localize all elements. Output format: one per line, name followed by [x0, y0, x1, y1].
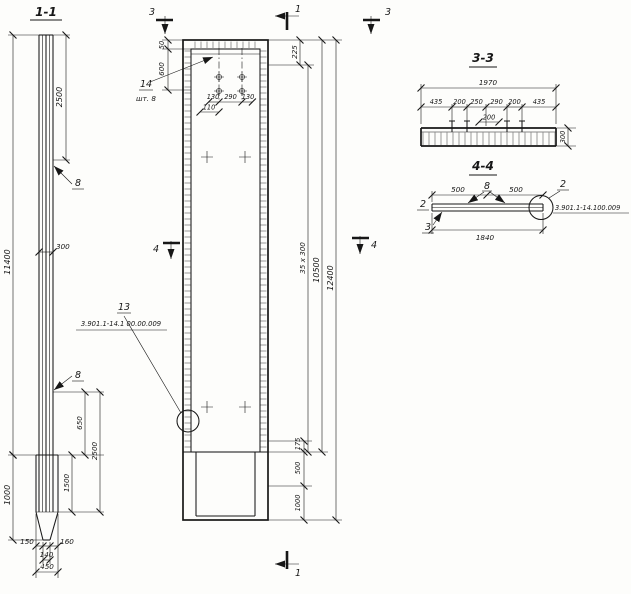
dim-1000: 1000 — [3, 485, 12, 505]
centerline-cross — [239, 151, 251, 163]
bolt-stub — [449, 120, 455, 132]
dim-500-right: 500 — [509, 185, 523, 194]
dim-12400: 12400 — [326, 265, 335, 290]
dim-1000-right: 1000 — [294, 495, 302, 512]
dim-1840: 1840 — [476, 233, 495, 242]
pos-3: 3 — [425, 222, 431, 233]
dim-110: 110 — [203, 104, 216, 112]
dim-2500-top: 2500 — [55, 87, 64, 107]
pos-8-top: 8 — [75, 178, 81, 189]
dim-10500: 10500 — [312, 257, 321, 282]
bolt-stub — [504, 120, 510, 132]
pos-2-left: 2 — [420, 199, 426, 210]
dim-200-right: 200 — [508, 98, 521, 106]
bolt-stub — [464, 120, 470, 132]
section-4-4-view: 4-4 500 500 8 2 3.901.1-14.100.009 2 3 — [417, 159, 629, 242]
section-3-3-title: 3-3 — [472, 51, 494, 65]
dim-435-left: 435 — [430, 98, 443, 106]
pos-14: 14 — [140, 79, 152, 90]
mark-4-left: 4 — [153, 244, 159, 255]
wall-hatch-top — [192, 41, 259, 48]
dim-175: 175 — [294, 438, 302, 451]
dim-300-width: 300 — [56, 242, 70, 251]
tip-bevel-left — [35, 511, 44, 541]
detail-circle — [176, 409, 200, 433]
dim-200-left: 200 — [453, 98, 466, 106]
dim-160: 160 — [60, 537, 74, 546]
section-3-3-view: 3-3 1970 435 200 250 290 200 435 200 — [417, 51, 576, 150]
dim-225: 225 — [290, 45, 299, 59]
wall-hatch-left — [184, 50, 191, 450]
pos-13: 13 — [118, 302, 130, 313]
dim-200-center: 200 — [483, 114, 496, 122]
dim-250: 250 — [470, 98, 483, 106]
pile-outline — [182, 39, 269, 521]
member-hatch — [422, 132, 555, 146]
dim-11400: 11400 — [3, 249, 12, 274]
mark-3-right: 3 — [385, 7, 391, 18]
dim-290: 290 — [490, 98, 503, 106]
mark-4-right: 4 — [371, 240, 377, 251]
dim-500: 500 — [294, 462, 302, 475]
bolt-stub — [519, 120, 525, 132]
dim-435-right: 435 — [533, 98, 546, 106]
dim-1970: 1970 — [479, 78, 498, 87]
dim-450: 450 — [40, 562, 54, 571]
dim-2500-bottom: 2500 — [90, 441, 99, 460]
dim-50: 50 — [158, 41, 166, 49]
dim-650: 650 — [75, 416, 84, 430]
pos-2-right: 2 — [560, 179, 566, 190]
dim-500-left: 500 — [451, 185, 465, 194]
mark-1-top: 1 — [295, 4, 301, 15]
pos-14-qty: шт. 8 — [136, 94, 156, 103]
centerline-cross — [201, 151, 213, 163]
ref-2: 3.901.1-14.100.009 — [555, 204, 620, 212]
pos-8-bottom: 8 — [75, 370, 81, 381]
centerline-cross — [239, 401, 251, 413]
dim-600: 600 — [157, 62, 166, 76]
dim-300: 300 — [559, 131, 567, 144]
dim-140: 140 — [40, 550, 54, 559]
section-1-1-title: 1-1 — [35, 5, 57, 19]
dim-150: 150 — [20, 537, 34, 546]
mark-1-bottom: 1 — [295, 568, 301, 579]
ref-13: 3.901.1-14.1 00.00.009 — [81, 320, 161, 328]
wall-hatch-right — [260, 50, 267, 450]
dim-130-left: 130 — [207, 93, 220, 101]
main-elevation-view: 50 600 14 шт. 8 130 290 130 110 225 35 x… — [76, 4, 391, 579]
dim-130-right: 130 — [242, 93, 255, 101]
dim-spacing-35x300: 35 x 300 — [298, 242, 307, 274]
dim-290: 290 — [224, 93, 237, 101]
section-4-4-title: 4-4 — [471, 159, 494, 173]
section-1-1-view: 1-1 11400 1000 2500 8 8 — [3, 5, 104, 578]
pos-8: 8 — [484, 181, 490, 192]
tip-bevel-right — [49, 511, 59, 541]
mark-3-left: 3 — [149, 7, 155, 18]
centerline-cross — [201, 401, 213, 413]
dim-1500: 1500 — [62, 473, 71, 492]
